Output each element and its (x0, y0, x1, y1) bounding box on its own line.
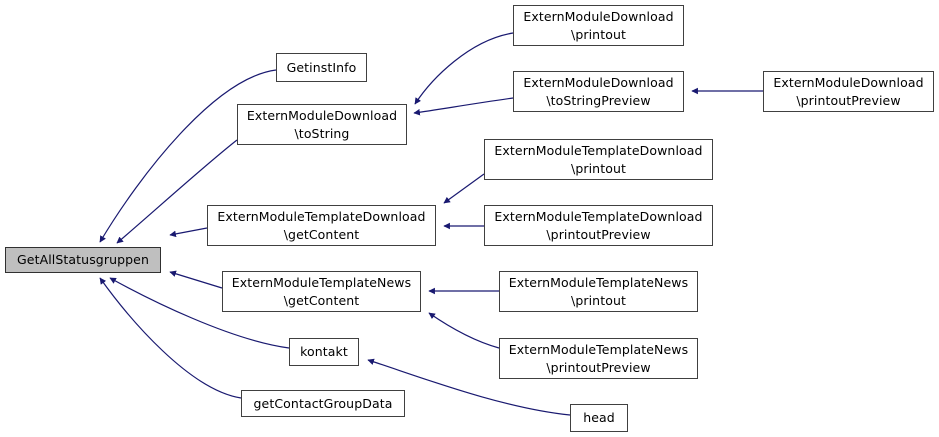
graph-node-n9[interactable]: ExternModuleTemplateNews \getContent (222, 271, 421, 312)
graph-node-n10[interactable]: ExternModuleTemplateNews \printout (499, 271, 698, 312)
edge-n13-to-n0 (99, 277, 242, 399)
graph-node-n11[interactable]: ExternModuleTemplateNews \printoutPrevie… (499, 338, 698, 379)
graph-node-n13[interactable]: getContactGroupData (241, 390, 405, 417)
graph-node-n5[interactable]: ExternModuleDownload \printoutPreview (763, 71, 934, 112)
graph-node-label: ExternModuleTemplateNews \getContent (231, 274, 412, 308)
graph-node-n2[interactable]: ExternModuleDownload \toString (237, 104, 407, 145)
graph-node-label: getContactGroupData (253, 395, 393, 411)
graph-node-label: kontakt (300, 344, 348, 360)
graph-node-label: ExternModuleTemplateNews \printoutPrevie… (508, 341, 689, 375)
edge-n6-to-n7 (443, 173, 485, 204)
edge-n9-to-n0 (169, 270, 223, 289)
edge-n7-to-n0 (169, 227, 208, 238)
graph-node-label: ExternModuleTemplateNews \printout (508, 274, 689, 308)
graph-node-n14[interactable]: head (570, 404, 628, 432)
graph-node-label: ExternModuleTemplateDownload \printoutPr… (494, 208, 703, 242)
edge-n11-to-n9 (428, 312, 500, 349)
edge-n3-to-n2 (414, 32, 514, 105)
graph-node-label: ExternModuleDownload \toString (246, 107, 398, 141)
graph-node-n7[interactable]: ExternModuleTemplateDownload \getContent (207, 205, 436, 246)
graph-node-n3[interactable]: ExternModuleDownload \printout (513, 5, 684, 46)
graph-node-label: head (583, 410, 615, 426)
graph-node-label: ExternModuleDownload \printoutPreview (773, 74, 924, 108)
graph-node-n4[interactable]: ExternModuleDownload \toStringPreview (513, 71, 684, 112)
graph-node-label: ExternModuleTemplateDownload \printout (494, 142, 703, 176)
graph-node-n0[interactable]: GetAllStatusgruppen (5, 247, 161, 273)
graph-node-label: GetinstInfo (286, 59, 357, 75)
edge-n4-to-n2 (413, 97, 514, 116)
graph-node-n1[interactable]: GetinstInfo (276, 53, 367, 82)
graph-node-label: ExternModuleTemplateDownload \getContent (217, 208, 426, 242)
graph-node-label: ExternModuleDownload \printout (523, 8, 674, 42)
graph-node-n6[interactable]: ExternModuleTemplateDownload \printout (484, 139, 713, 180)
graph-node-label: GetAllStatusgruppen (17, 252, 149, 268)
graph-node-n12[interactable]: kontakt (289, 338, 359, 366)
graph-node-label: ExternModuleDownload \toStringPreview (523, 74, 674, 108)
graph-node-n8[interactable]: ExternModuleTemplateDownload \printoutPr… (484, 205, 713, 246)
